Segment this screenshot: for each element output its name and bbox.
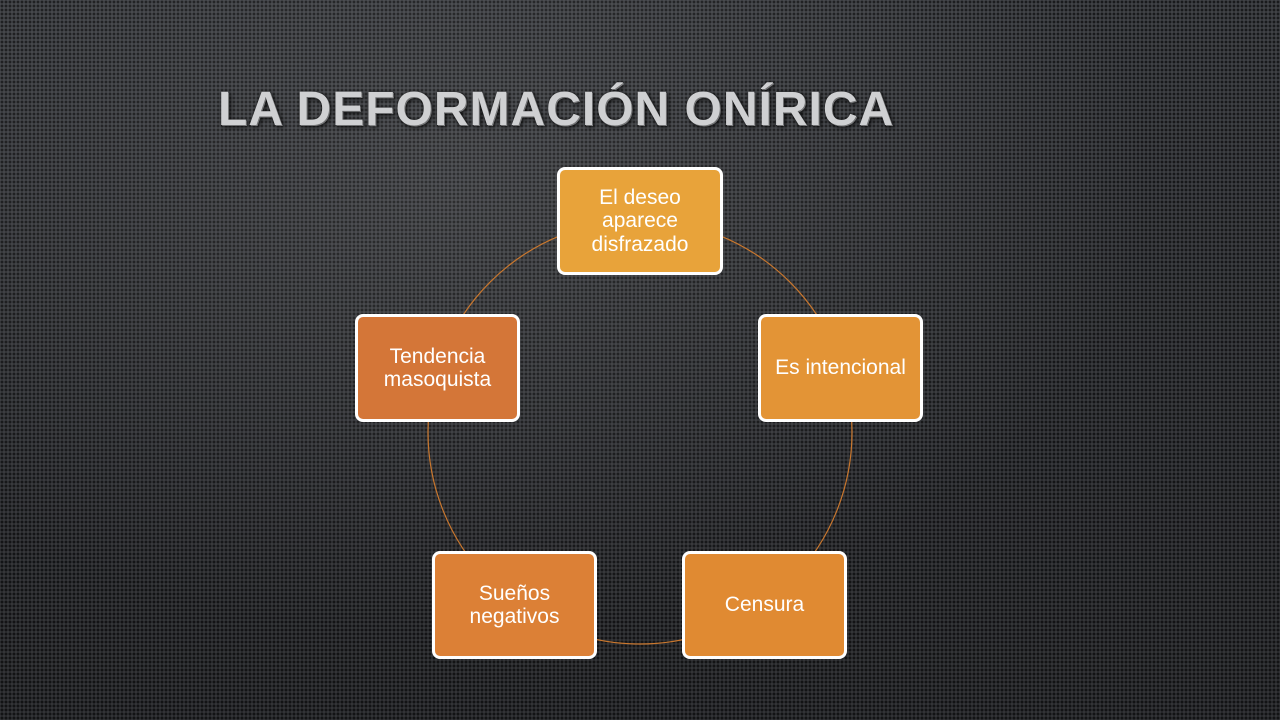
cycle-node-suenos-negativos: Sueños negativos <box>432 551 597 659</box>
cycle-node-label: Tendencia masoquista <box>383 344 492 391</box>
slide-title: La deformación onírica <box>218 83 895 136</box>
cycle-node-el-deseo-aparece-disfrazado: El deseo aparece disfrazado <box>557 167 723 275</box>
cycle-node-label: El deseo aparece disfrazado <box>591 186 689 256</box>
cycle-node-label: Es intencional <box>775 356 906 380</box>
cycle-node-label: Censura <box>724 593 805 617</box>
cycle-node-tendencia-masoquista: Tendencia masoquista <box>355 314 520 422</box>
cycle-node-es-intencional: Es intencional <box>758 314 923 422</box>
cycle-node-label: Sueños negativos <box>469 581 560 628</box>
cycle-node-censura: Censura <box>682 551 847 659</box>
